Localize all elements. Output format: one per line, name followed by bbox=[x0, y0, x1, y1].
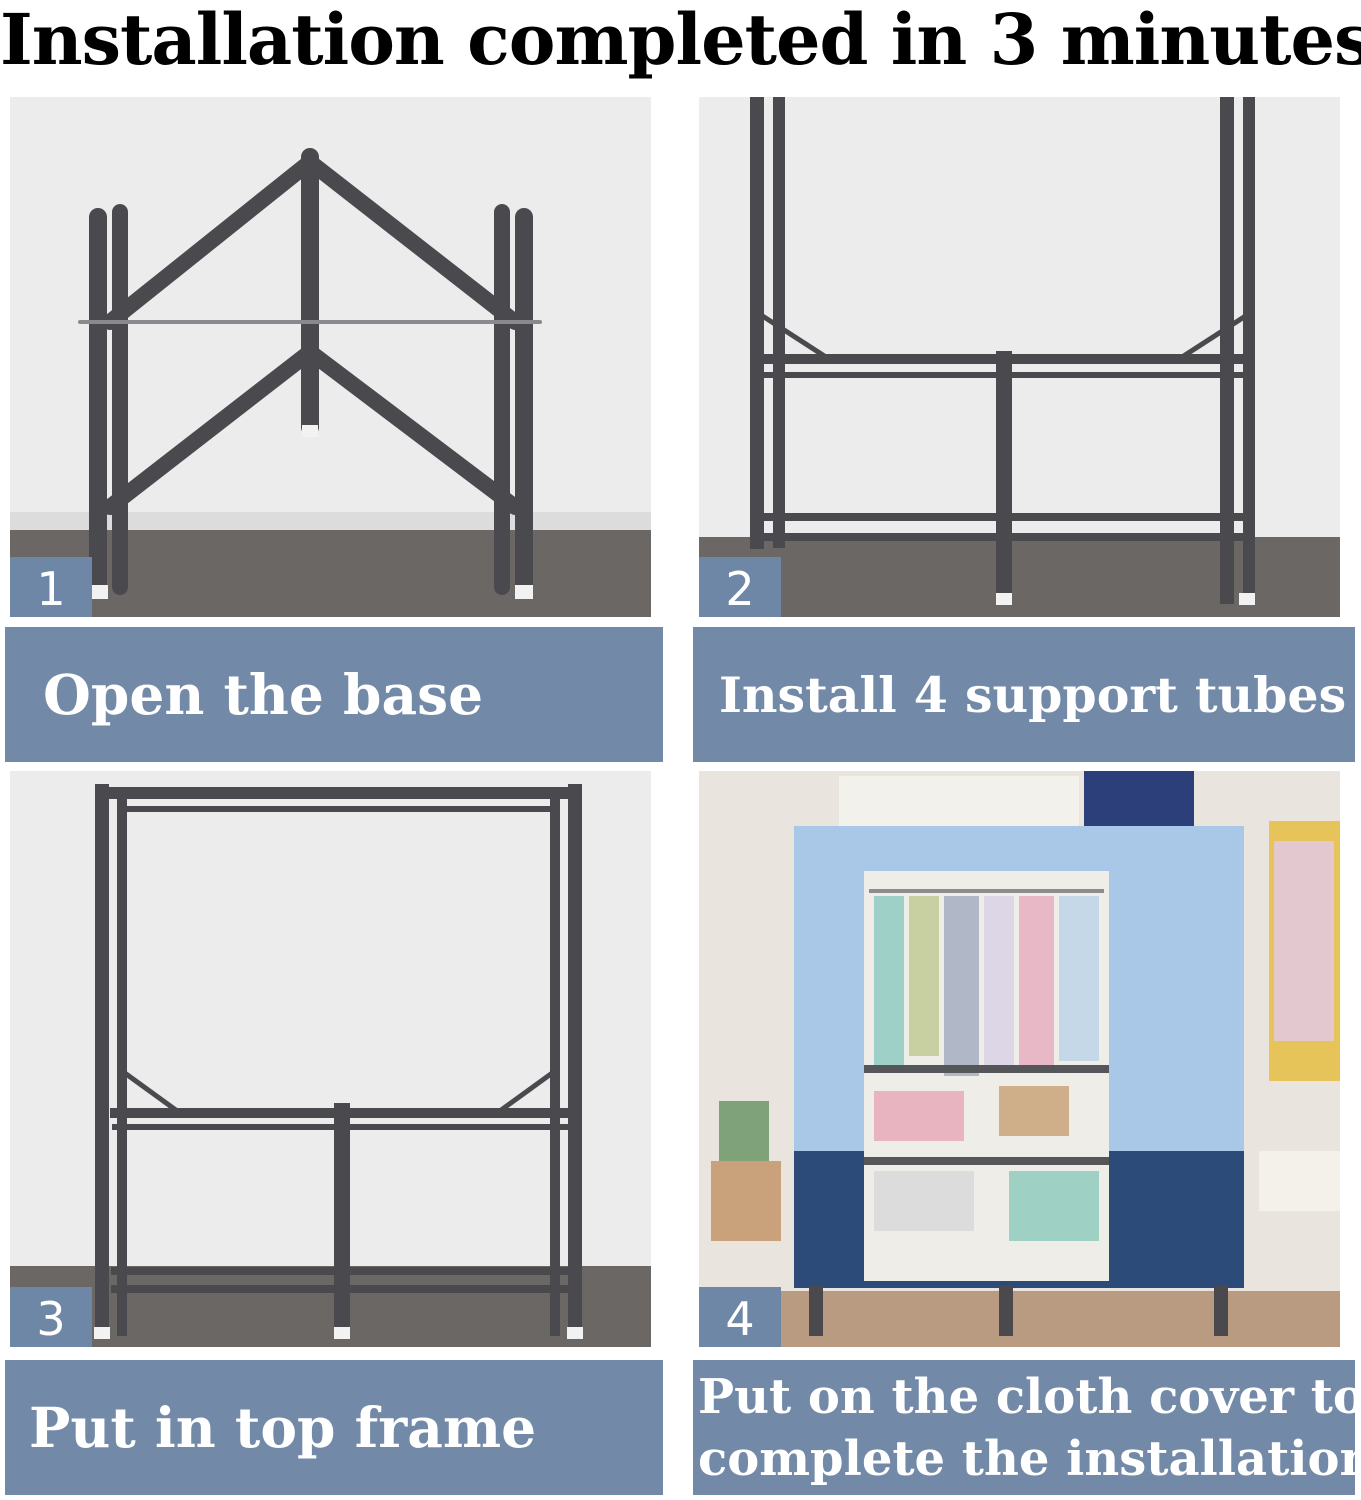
step-2-caption: Install 4 support tubes bbox=[693, 627, 1355, 762]
step-1-caption: Open the base bbox=[5, 627, 663, 762]
folded-base-illustration bbox=[10, 97, 651, 617]
step-3-number: 3 bbox=[10, 1287, 92, 1347]
support-tubes-illustration bbox=[699, 97, 1340, 617]
page-title: Installation completed in 3 minutes bbox=[0, 0, 1361, 81]
finished-wardrobe-illustration bbox=[699, 771, 1340, 1347]
step-2-photo: 2 bbox=[699, 97, 1340, 617]
step-2-number: 2 bbox=[699, 557, 781, 617]
step-1-photo: 1 bbox=[10, 97, 651, 617]
step-3-photo: 3 bbox=[10, 771, 651, 1347]
step-4-caption-line-2: complete the installation bbox=[698, 1430, 1361, 1487]
top-frame-illustration bbox=[10, 771, 651, 1347]
step-4-number: 4 bbox=[699, 1287, 781, 1347]
step-4-caption: Put on the cloth cover to complete the i… bbox=[693, 1360, 1361, 1495]
step-4-caption-line-1: Put on the cloth cover to bbox=[698, 1368, 1361, 1425]
step-3-caption: Put in top frame bbox=[5, 1360, 663, 1495]
step-4-photo: 4 bbox=[699, 771, 1340, 1347]
step-1-number: 1 bbox=[10, 557, 92, 617]
